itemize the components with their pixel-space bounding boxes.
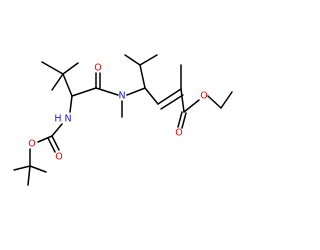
bond <box>207 95 222 109</box>
molecule-structure-diagram: O N N H O O O O <box>13 54 233 186</box>
bond <box>144 87 159 105</box>
carbamate-carbonyl-oxygen: O <box>55 152 62 163</box>
bond <box>71 87 97 97</box>
bond <box>126 87 146 96</box>
bond <box>160 94 184 110</box>
bond <box>13 165 31 171</box>
bond <box>181 112 187 129</box>
bond <box>139 64 146 89</box>
bond <box>29 165 47 173</box>
bond <box>124 54 141 66</box>
bond <box>62 62 79 75</box>
bond <box>180 88 185 113</box>
bond <box>37 135 53 143</box>
bond <box>51 135 60 151</box>
carbamate-nitrogen: N H <box>54 114 71 125</box>
bond <box>139 54 158 66</box>
oxygen-label: O <box>200 91 207 102</box>
bond <box>69 95 73 113</box>
nitrogen-label: N <box>64 114 71 125</box>
oxygen-label: O <box>175 128 182 139</box>
bond <box>183 99 200 113</box>
hydrogen-label: H <box>54 114 61 125</box>
bond <box>51 73 64 91</box>
bond <box>27 165 31 186</box>
bond <box>62 73 73 97</box>
bond <box>41 61 64 75</box>
skeletal-formula: O N N H O O O O <box>13 54 233 186</box>
oxygen-label: O <box>55 152 62 163</box>
ester-ether-oxygen: O <box>200 91 207 102</box>
ester-carbonyl-oxygen: O <box>175 128 182 139</box>
bond <box>157 88 182 105</box>
bonds <box>13 54 233 186</box>
bond <box>220 91 233 109</box>
nitrogen-label: N <box>118 91 125 102</box>
oxygen-label: O <box>28 139 35 150</box>
bond <box>177 111 183 128</box>
atom-labels: O N N H O O O O <box>28 63 207 163</box>
bond <box>51 123 63 137</box>
tertiary-amide-nitrogen: N <box>118 91 125 102</box>
oxygen-label: O <box>94 63 101 74</box>
carbamate-ether-oxygen: O <box>28 139 35 150</box>
bond <box>47 137 56 153</box>
bond <box>95 87 119 96</box>
amide-carbonyl-oxygen: O <box>94 63 101 74</box>
